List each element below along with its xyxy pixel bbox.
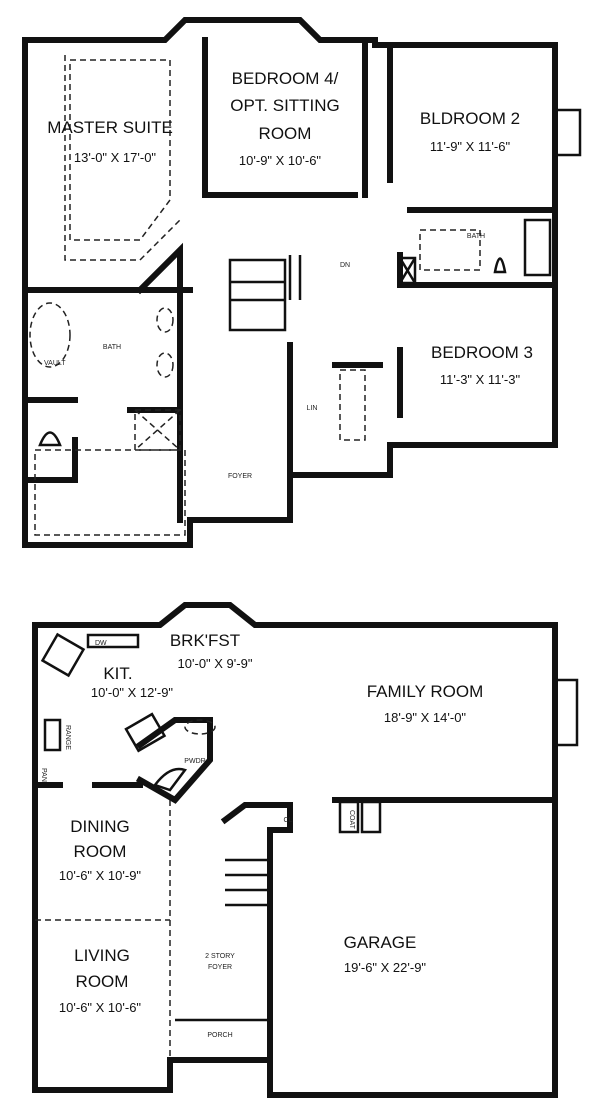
living-room-label-2: ROOM [76, 972, 129, 991]
two-story-foyer-label-1: 2 STORY [205, 953, 235, 960]
linen-label: LIN [307, 405, 318, 412]
garage-label: GARAGE [344, 933, 417, 952]
dining-room-size: 10'-6" X 10'-9" [59, 868, 142, 883]
bedroom2-label: BLDROOM 2 [420, 109, 520, 128]
dishwasher-label: DW [95, 640, 107, 647]
master-bath-label: BATH [103, 344, 121, 351]
bedroom3-size: 11'-3" X 11'-3" [440, 372, 521, 387]
pantry-label: PAN [40, 768, 47, 782]
range-label: RANGE [64, 725, 71, 750]
closet-label: CL [284, 817, 293, 824]
kitchen-label: KIT. [103, 664, 132, 683]
bedroom4-size: 10'-9" X 10'-6" [239, 153, 322, 168]
hall-bath-label: BATH [467, 233, 485, 240]
breakfast-size: 10'-0" X 9'-9" [178, 656, 253, 671]
vault-label: VAULT [44, 360, 66, 367]
master-suite-label: MASTER SUITE [47, 118, 173, 137]
bedroom4-label-3: ROOM [259, 124, 312, 143]
garage-size: 19'-6" X 22'-9" [344, 960, 427, 975]
upper-foyer-label: FOYER [228, 473, 252, 480]
bedroom3-label: BEDROOM 3 [431, 343, 533, 362]
family-room-size: 18'-9" X 14'-0" [384, 710, 467, 725]
porch-label: PORCH [207, 1032, 232, 1039]
master-suite-size: 13'-0" X 17'-0" [74, 150, 157, 165]
dining-room-label-2: ROOM [74, 842, 127, 861]
window-bay [553, 108, 582, 157]
bedroom4-label-2: OPT. SITTING [230, 96, 340, 115]
living-room-size: 10'-6" X 10'-6" [59, 1000, 142, 1015]
upper-floor: MASTER SUITE 13'-0" X 17'-0" BEDROOM 4/ … [22, 17, 582, 548]
stair-dn-label: DN [340, 262, 350, 269]
powder-label: PWDR [184, 758, 205, 765]
kitchen-size: 10'-0" X 12'-9" [91, 685, 174, 700]
lower-floor: BRK'FST 10'-0" X 9'-9" KIT. 10'-0" X 12'… [32, 602, 579, 1098]
dining-room-label-1: DINING [70, 817, 130, 836]
coat-label: COAT [348, 810, 355, 830]
fireplace [553, 678, 579, 747]
living-room-label-1: LIVING [74, 946, 130, 965]
family-room-label: FAMILY ROOM [367, 682, 484, 701]
bedroom2-size: 11'-9" X 11'-6" [430, 139, 511, 154]
bedroom4-label-1: BEDROOM 4/ [232, 69, 339, 88]
breakfast-label: BRK'FST [170, 631, 240, 650]
two-story-foyer-label-2: FOYER [208, 964, 232, 971]
